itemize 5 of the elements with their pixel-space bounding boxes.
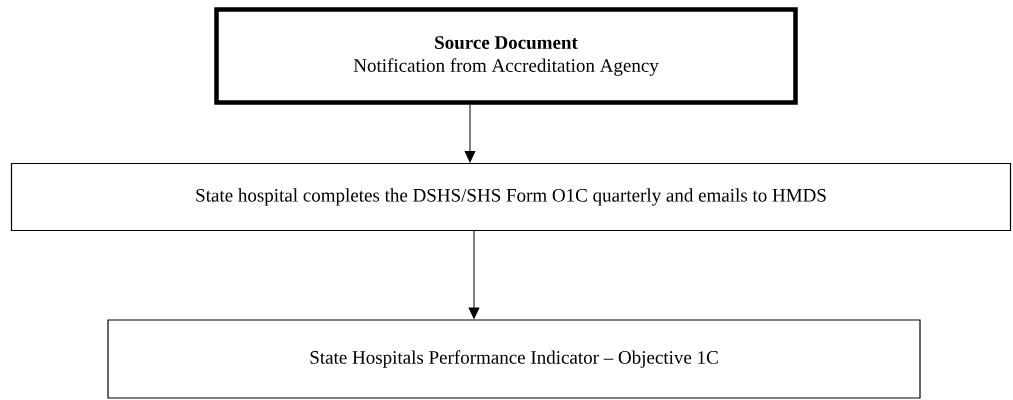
arrow — [468, 230, 480, 319]
source-box: Source Document Notification from Accreditation Agency — [214, 7, 798, 105]
arrow — [464, 104, 476, 163]
result-box: State Hospitals Performance Indicator – Objective 1C — [107, 319, 921, 399]
process-box: State hospital completes the DSHS/SHS Form O1C quarterly and emails to HMDS — [10, 162, 1012, 232]
